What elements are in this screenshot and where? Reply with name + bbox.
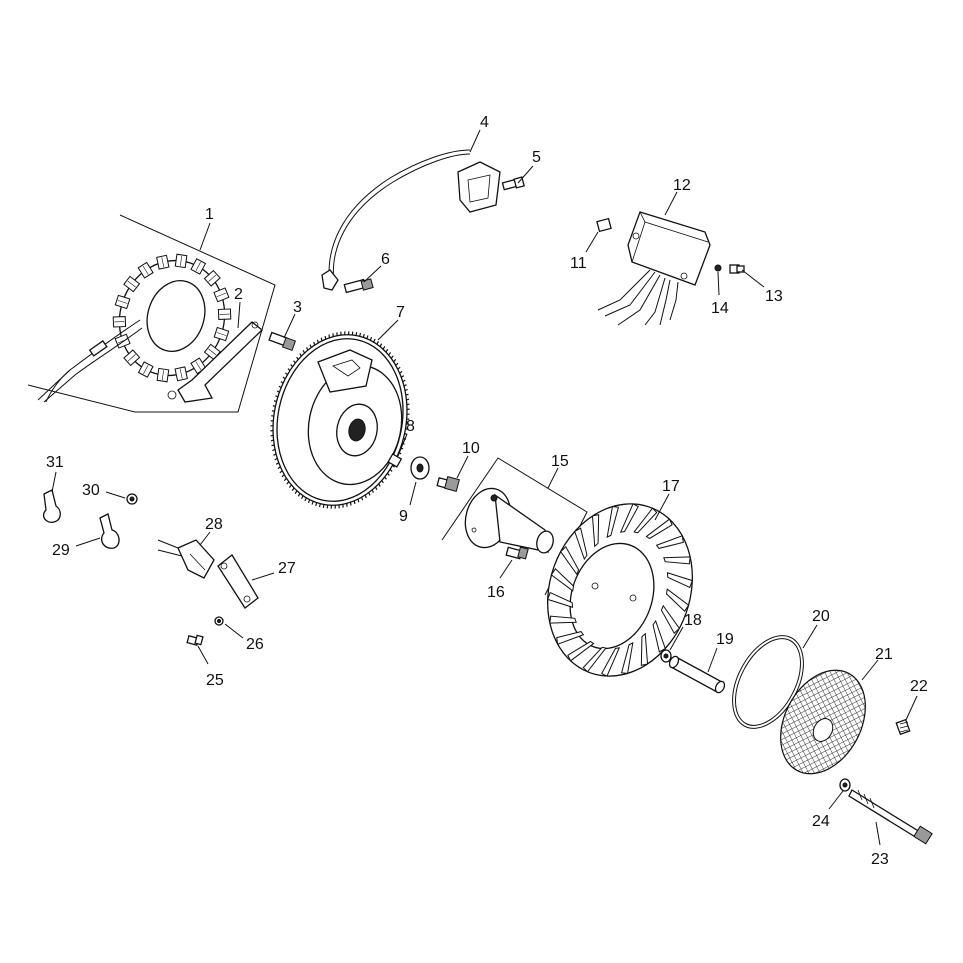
screw-25 — [186, 634, 204, 646]
flywheel-magnet — [317, 349, 373, 393]
ignition-module — [457, 161, 501, 213]
fan-blade — [645, 518, 673, 540]
callout-18: 18 — [684, 612, 702, 629]
fan-blade — [582, 646, 607, 673]
stator-lead-wire-b — [43, 327, 143, 403]
callout-6: 6 — [381, 251, 390, 268]
callout-21: 21 — [875, 646, 893, 663]
fan-blade — [655, 535, 684, 549]
key-8 — [387, 453, 403, 468]
fan-blade — [652, 619, 666, 653]
part-hub — [441, 457, 588, 596]
fan-blade — [606, 506, 620, 538]
terminal-6 — [343, 278, 374, 294]
callout-2: 2 — [234, 286, 243, 303]
callout-labels: 1 2 3 4 5 6 7 8 9 10 11 12 13 14 15 16 1… — [46, 114, 928, 868]
callout-8: 8 — [406, 418, 415, 435]
callout-29: 29 — [52, 542, 70, 559]
rectifier-body — [627, 211, 711, 286]
fan-blade — [591, 513, 600, 548]
washer-9 — [410, 456, 430, 480]
callout-25: 25 — [206, 672, 224, 689]
fan-blade — [640, 632, 649, 667]
fan-blade — [574, 527, 588, 561]
fan-blade — [666, 572, 693, 589]
washer-14 — [714, 264, 722, 272]
bolt-23 — [848, 789, 933, 845]
washer-30 — [126, 493, 138, 505]
stator-group-outline — [27, 214, 276, 413]
callout-22: 22 — [910, 678, 928, 695]
callout-13: 13 — [765, 288, 783, 305]
wire-sleeve — [88, 340, 108, 357]
washer-26 — [214, 616, 224, 626]
callout-5: 5 — [532, 149, 541, 166]
bolt-3 — [268, 331, 297, 352]
washer-24 — [839, 778, 851, 792]
part-fan — [547, 503, 693, 677]
callout-17: 17 — [662, 478, 680, 495]
fan-blade — [567, 640, 595, 662]
callout-19: 19 — [716, 631, 734, 648]
washer-18 — [660, 649, 672, 663]
fan-blade — [620, 642, 634, 674]
nut-11 — [596, 217, 612, 233]
bracket-27 — [217, 554, 259, 609]
callout-12: 12 — [673, 177, 691, 194]
leader-lines — [51, 129, 918, 846]
callout-27: 27 — [278, 560, 296, 577]
fan-blade — [550, 568, 575, 592]
clamp-29 — [99, 513, 120, 549]
callout-23: 23 — [871, 851, 889, 868]
fan-blade — [547, 591, 574, 608]
screw-5 — [501, 176, 525, 191]
callout-10: 10 — [462, 440, 480, 457]
fan-blade — [660, 604, 680, 635]
fan-blade — [549, 615, 577, 624]
spacer-19 — [668, 655, 726, 694]
callout-20: 20 — [812, 608, 830, 625]
nut-22 — [895, 718, 911, 736]
spark-plug-boot — [321, 269, 339, 291]
fan-blade — [663, 556, 691, 565]
fan-blade — [560, 545, 580, 576]
part-rectifier — [596, 211, 745, 326]
part-stator — [27, 214, 276, 413]
callout-31: 31 — [46, 454, 64, 471]
bolt-10 — [436, 476, 460, 492]
fan-blade — [556, 631, 585, 645]
callout-24: 24 — [812, 813, 830, 830]
stator-bracket — [177, 321, 263, 403]
clamp-31 — [42, 489, 61, 523]
callout-1: 1 — [205, 206, 214, 223]
callout-30: 30 — [82, 482, 100, 499]
part-flywheel — [270, 331, 410, 509]
callout-3: 3 — [293, 299, 302, 316]
callout-15: 15 — [551, 453, 569, 470]
fan-blade — [619, 503, 639, 533]
fan-blade — [665, 588, 690, 612]
callout-14: 14 — [711, 300, 729, 317]
screw-13 — [729, 264, 745, 274]
callout-16: 16 — [487, 584, 505, 601]
callout-11: 11 — [570, 255, 587, 272]
stator-lead-wire-c — [45, 369, 71, 403]
fan-blade — [633, 507, 658, 534]
screen-21 — [780, 669, 866, 775]
stator-ring — [112, 253, 232, 383]
callout-7: 7 — [396, 304, 405, 321]
fan-inner-ring — [569, 542, 655, 650]
callout-9: 9 — [399, 508, 408, 525]
callout-28: 28 — [205, 516, 223, 533]
callout-4: 4 — [480, 114, 489, 131]
part-ignition-lead — [321, 149, 525, 294]
bolt-16 — [505, 546, 529, 560]
callout-26: 26 — [246, 636, 264, 653]
terminal-28 — [157, 539, 215, 579]
fan-blade — [601, 647, 621, 677]
